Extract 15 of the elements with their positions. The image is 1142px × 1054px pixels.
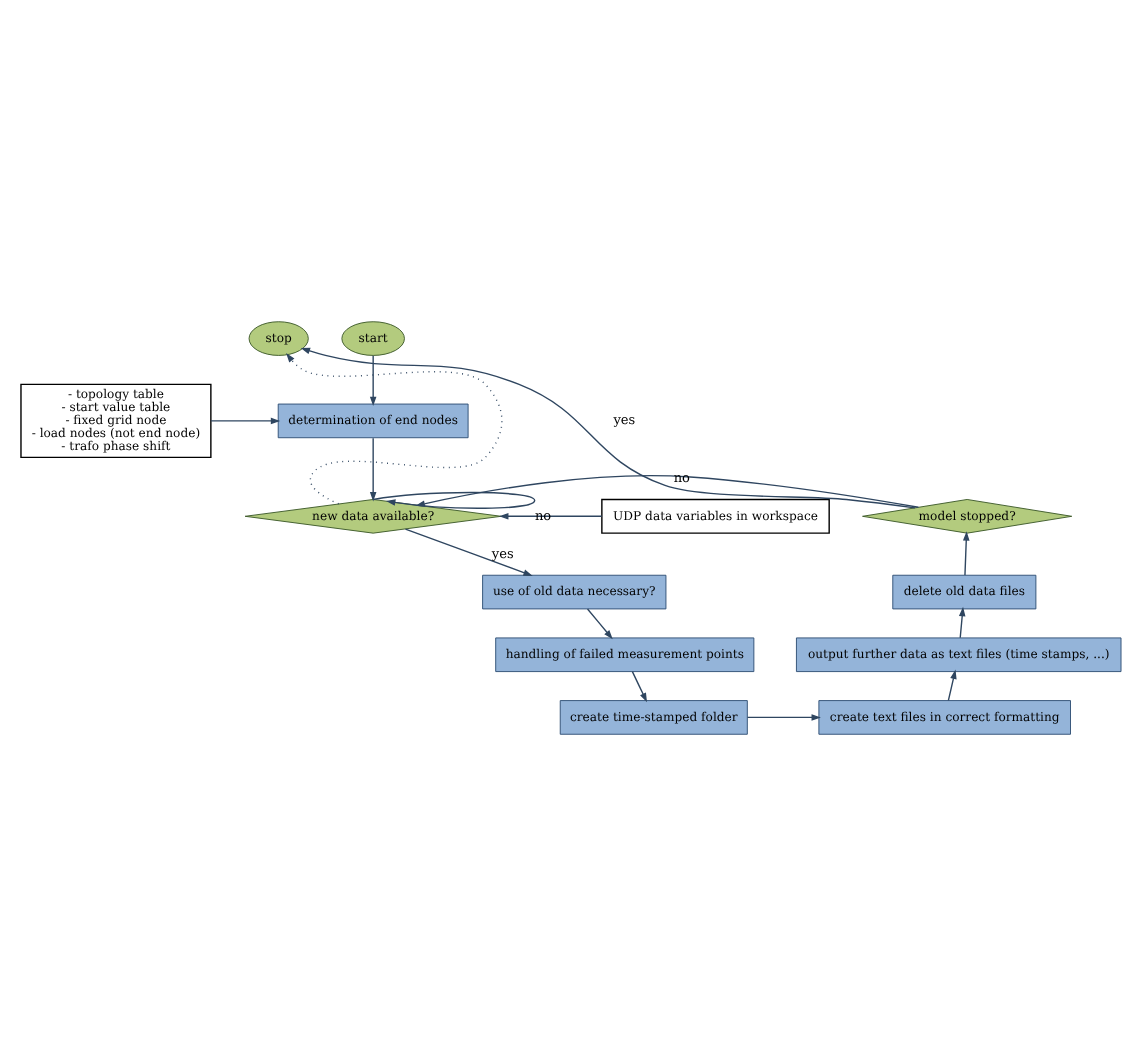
arrow	[947, 668, 957, 701]
arrow	[286, 352, 503, 504]
arrow	[746, 713, 821, 720]
arrow	[372, 490, 536, 508]
arrow	[415, 474, 920, 507]
arrow	[300, 346, 916, 508]
arrow	[404, 527, 533, 575]
arrow	[210, 416, 281, 424]
arrow	[499, 512, 603, 519]
arrow	[369, 436, 377, 501]
arrow	[586, 607, 613, 639]
arrow	[958, 605, 966, 638]
arrow	[369, 354, 377, 406]
arrow	[631, 669, 647, 702]
arrow	[963, 530, 970, 575]
